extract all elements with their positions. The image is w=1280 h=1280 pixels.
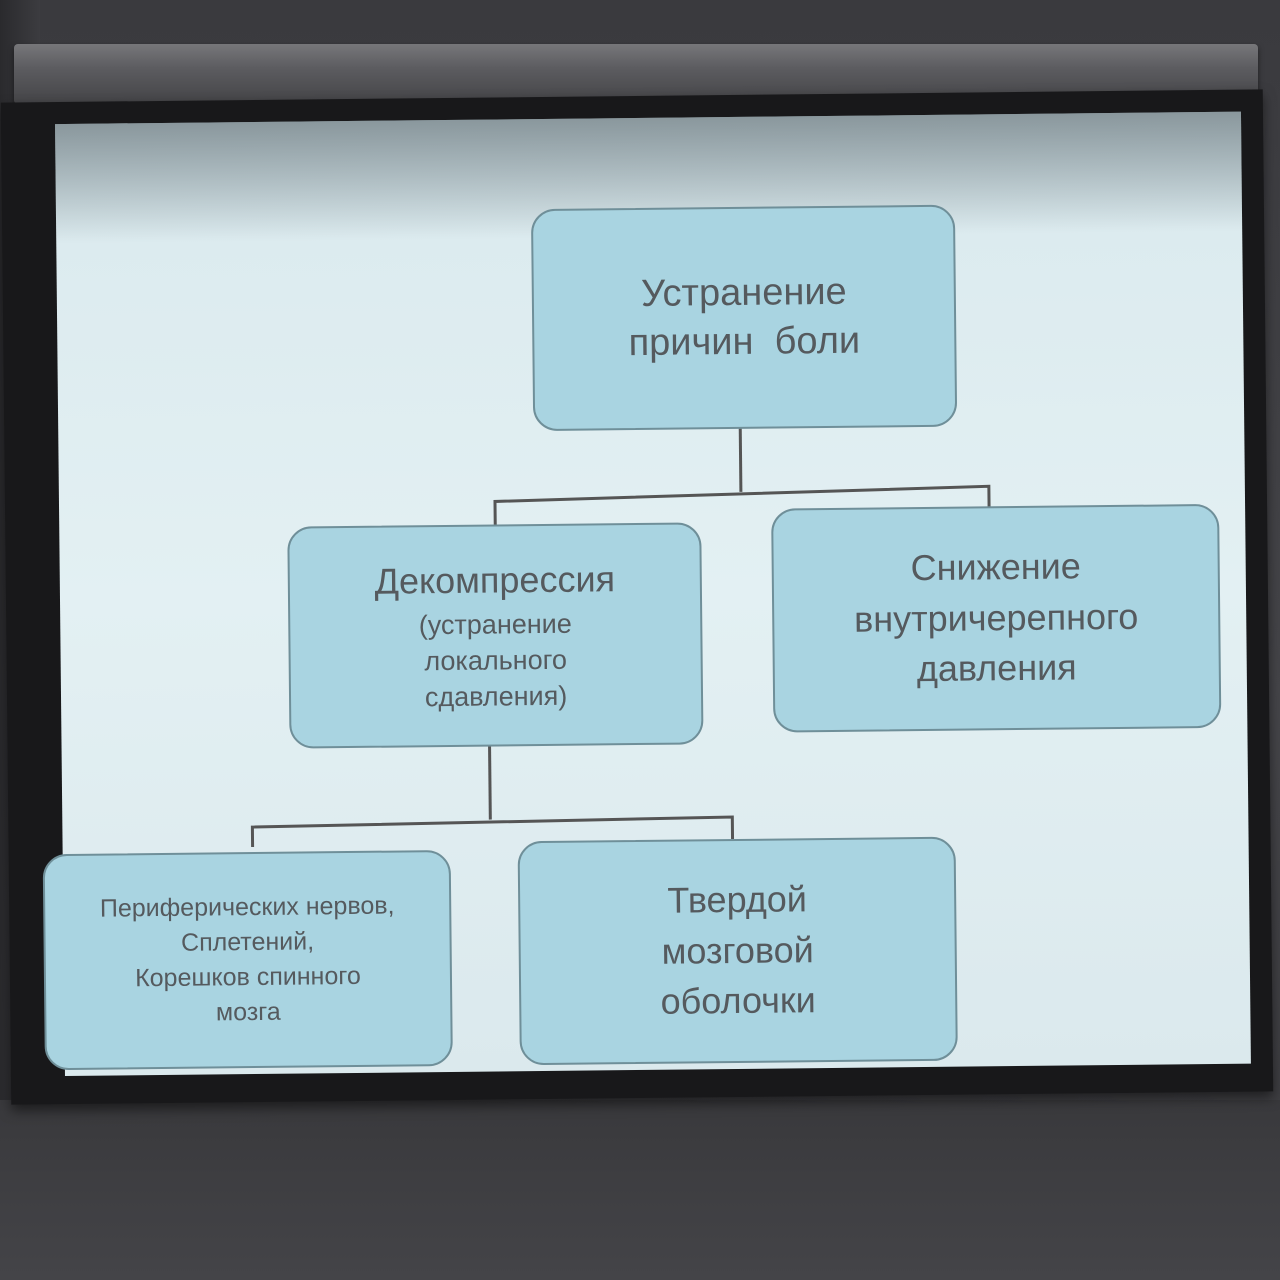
- slide: Устранение причин боли Декомпрессия (уст…: [42, 111, 1251, 1077]
- node-decompression-title: Декомпрессия: [374, 558, 616, 602]
- node-peripheral-line: Корешков спинного: [134, 961, 361, 993]
- node-root: Устранение причин боли: [530, 204, 958, 432]
- node-pressure-reduction: Снижение внутричерепного давления: [771, 503, 1222, 733]
- wall-bottom: [0, 1100, 1280, 1280]
- node-root-line: причин боли: [628, 319, 861, 365]
- connector-lines: [250, 416, 991, 848]
- node-peripheral-line: Периферических нервов,: [99, 891, 395, 923]
- node-dura-line: Твердой: [667, 878, 808, 922]
- node-peripheral-nerves: Периферических нервов, Сплетений, Корешк…: [42, 849, 453, 1071]
- node-root-line: Устранение: [640, 270, 847, 315]
- node-pressure-line: внутричерепного: [853, 595, 1139, 640]
- node-decompression: Декомпрессия (устранение локального сдав…: [287, 522, 704, 749]
- connector-left-stem: [487, 734, 492, 820]
- node-dura-line: оболочки: [660, 979, 817, 1022]
- projector-screen: Устранение причин боли Декомпрессия (уст…: [0, 89, 1274, 1105]
- node-pressure-line: давления: [916, 646, 1077, 690]
- node-decompression-line: (устранение: [418, 608, 572, 640]
- connector-level2-bar: [250, 815, 735, 848]
- node-decompression-line: сдавления): [424, 681, 568, 713]
- node-decompression-line: локального: [424, 644, 568, 677]
- connector-root-stem: [738, 416, 743, 492]
- node-pressure-line: Снижение: [910, 545, 1081, 589]
- connector-level1-bar: [493, 484, 991, 525]
- node-dura-line: мозговой: [661, 928, 814, 972]
- node-peripheral-line: Сплетений,: [180, 927, 315, 957]
- node-dura-mater: Твердой мозговой оболочки: [517, 836, 958, 1066]
- node-peripheral-line: мозга: [215, 997, 281, 1027]
